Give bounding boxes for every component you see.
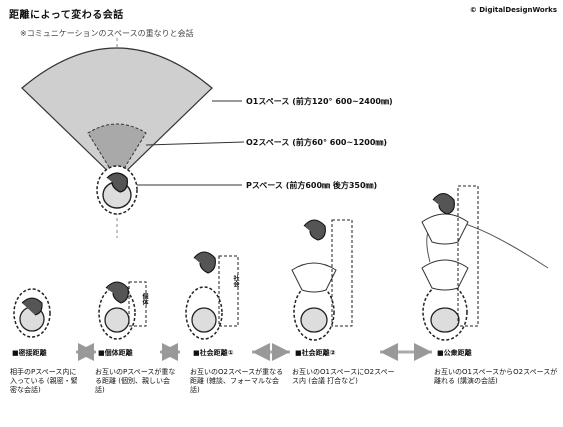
- figure-intimate: [14, 289, 50, 337]
- figure-social-1: [186, 252, 238, 339]
- o2-space-label: O2スペース (前方60° 600~1200㎜): [246, 137, 387, 148]
- figure-personal: [99, 282, 146, 339]
- figure-social-2: [292, 220, 352, 340]
- category-title-social-2: ■社会距離②: [295, 348, 336, 358]
- category-title-personal: ■個体距離: [98, 348, 133, 358]
- o2-leader-line: [146, 142, 244, 145]
- figure-public: [422, 186, 548, 340]
- o1-space-label: O1スペース (前方120° 600~2400㎜): [246, 96, 393, 107]
- category-desc-social-2: お互いのO1スペースにO2スペース内 (会議 打合など): [292, 368, 396, 386]
- category-title-social-1: ■社会距離①: [193, 348, 234, 358]
- dim-tag-social: 社会: [231, 275, 240, 287]
- category-title-intimate: ■密接距離: [12, 348, 47, 358]
- dim-tag-personal: 個体: [140, 293, 149, 305]
- category-title-public: ■公衆距離: [437, 348, 472, 358]
- p-space-label: Pスペース (前方600㎜ 後方350㎜): [246, 180, 377, 191]
- category-desc-public: お互いのO1スペースからO2スペースが離れる (講演の会話): [434, 368, 558, 386]
- category-desc-social-1: お互いのO2スペースが重なる距離 (雑談、フォーマルな会話): [190, 368, 286, 395]
- category-desc-intimate: 相手のPスペース内に入っている (親密・緊密な会話): [10, 368, 82, 395]
- category-desc-personal: お互いのPスペースが重なる距離 (個別、親しい会話): [95, 368, 177, 395]
